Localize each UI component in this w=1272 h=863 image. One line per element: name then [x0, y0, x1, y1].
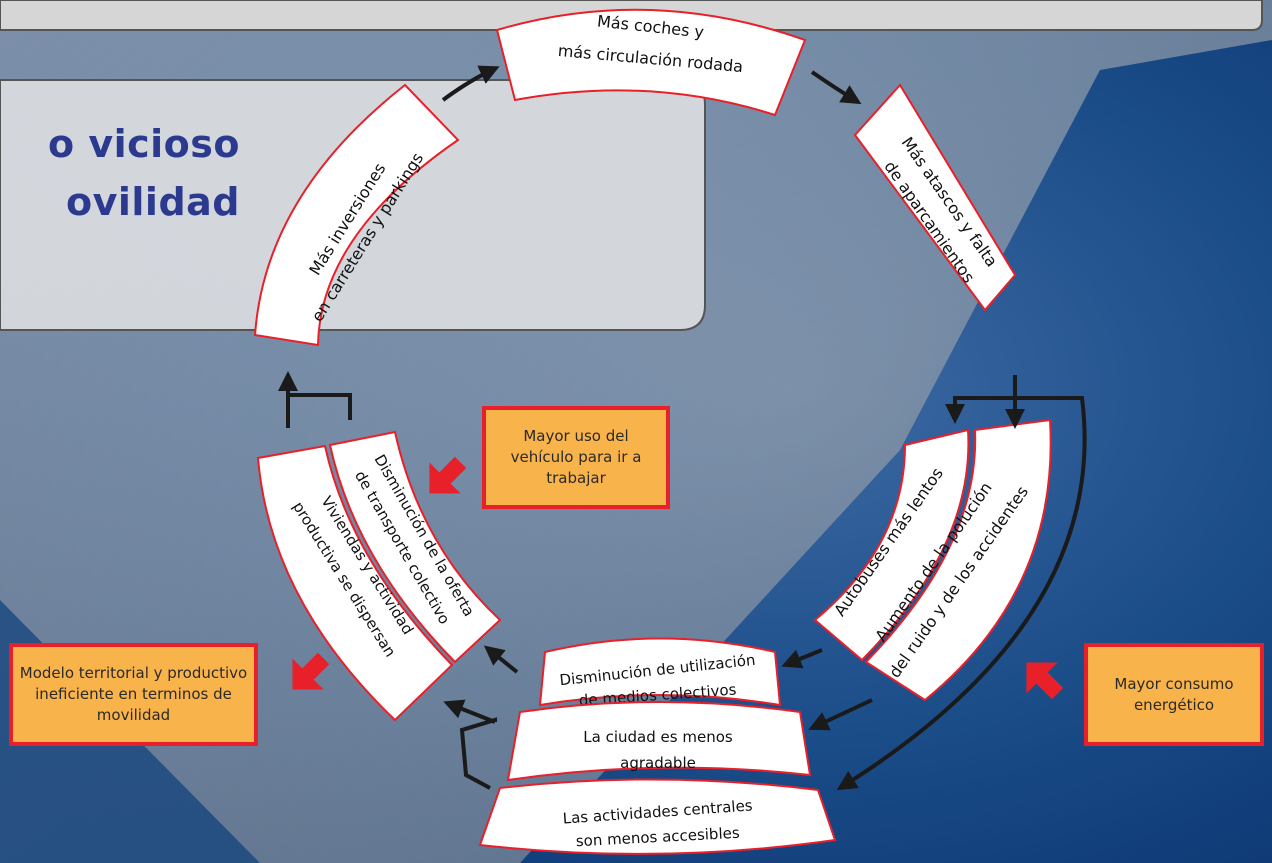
note-modelo-territorial: Modelo territorial y productivo ineficie…	[9, 643, 258, 746]
node-bottom-2: La ciudad es menos agradable	[506, 701, 812, 782]
arrow-to-upper-left	[278, 371, 352, 420]
title-line-2: ovilidad	[66, 180, 240, 224]
pointer-arrow-center	[429, 456, 467, 494]
node-bottom-1: Disminución de utilización de medios col…	[538, 637, 782, 709]
arrow-to-top	[441, 65, 500, 102]
node-bottom-3: Las actividades centrales son menos acce…	[478, 778, 837, 855]
node-bottom-2-line1: La ciudad es menos	[583, 728, 733, 746]
node-upper-left: Más inversiones en carreteras y parkings	[253, 83, 460, 347]
pointer-arrow-left	[292, 652, 330, 690]
pointer-arrows	[292, 456, 1064, 700]
page-title: o vicioso ovilidad	[0, 115, 240, 231]
node-bottom-2-line2: agradable	[620, 754, 696, 772]
arrow-to-bottom-3	[836, 396, 1087, 791]
node-upper-right: Más atascos y falta de aparcamientos	[853, 83, 1017, 312]
arrow-bracket-bottom	[459, 717, 497, 790]
title-line-1: o vicioso	[47, 122, 240, 166]
cycle-arrows	[278, 65, 1087, 791]
arrow-to-bottom-1	[781, 648, 823, 669]
arrow-branch-right-inner	[945, 396, 1015, 424]
arrow-to-left-outer	[443, 699, 496, 724]
node-top: Más coches y más circulación rodada	[495, 8, 807, 117]
note-mayor-uso-vehiculo: Mayor uso del vehículo para ir a trabaja…	[482, 406, 670, 509]
arrow-to-bottom-2	[808, 698, 873, 731]
arrow-to-upper-right	[810, 70, 862, 105]
pointer-arrow-right	[1026, 662, 1064, 700]
arrow-to-left-inner	[483, 645, 519, 674]
note-mayor-consumo: Mayor consumo energético	[1084, 643, 1264, 746]
